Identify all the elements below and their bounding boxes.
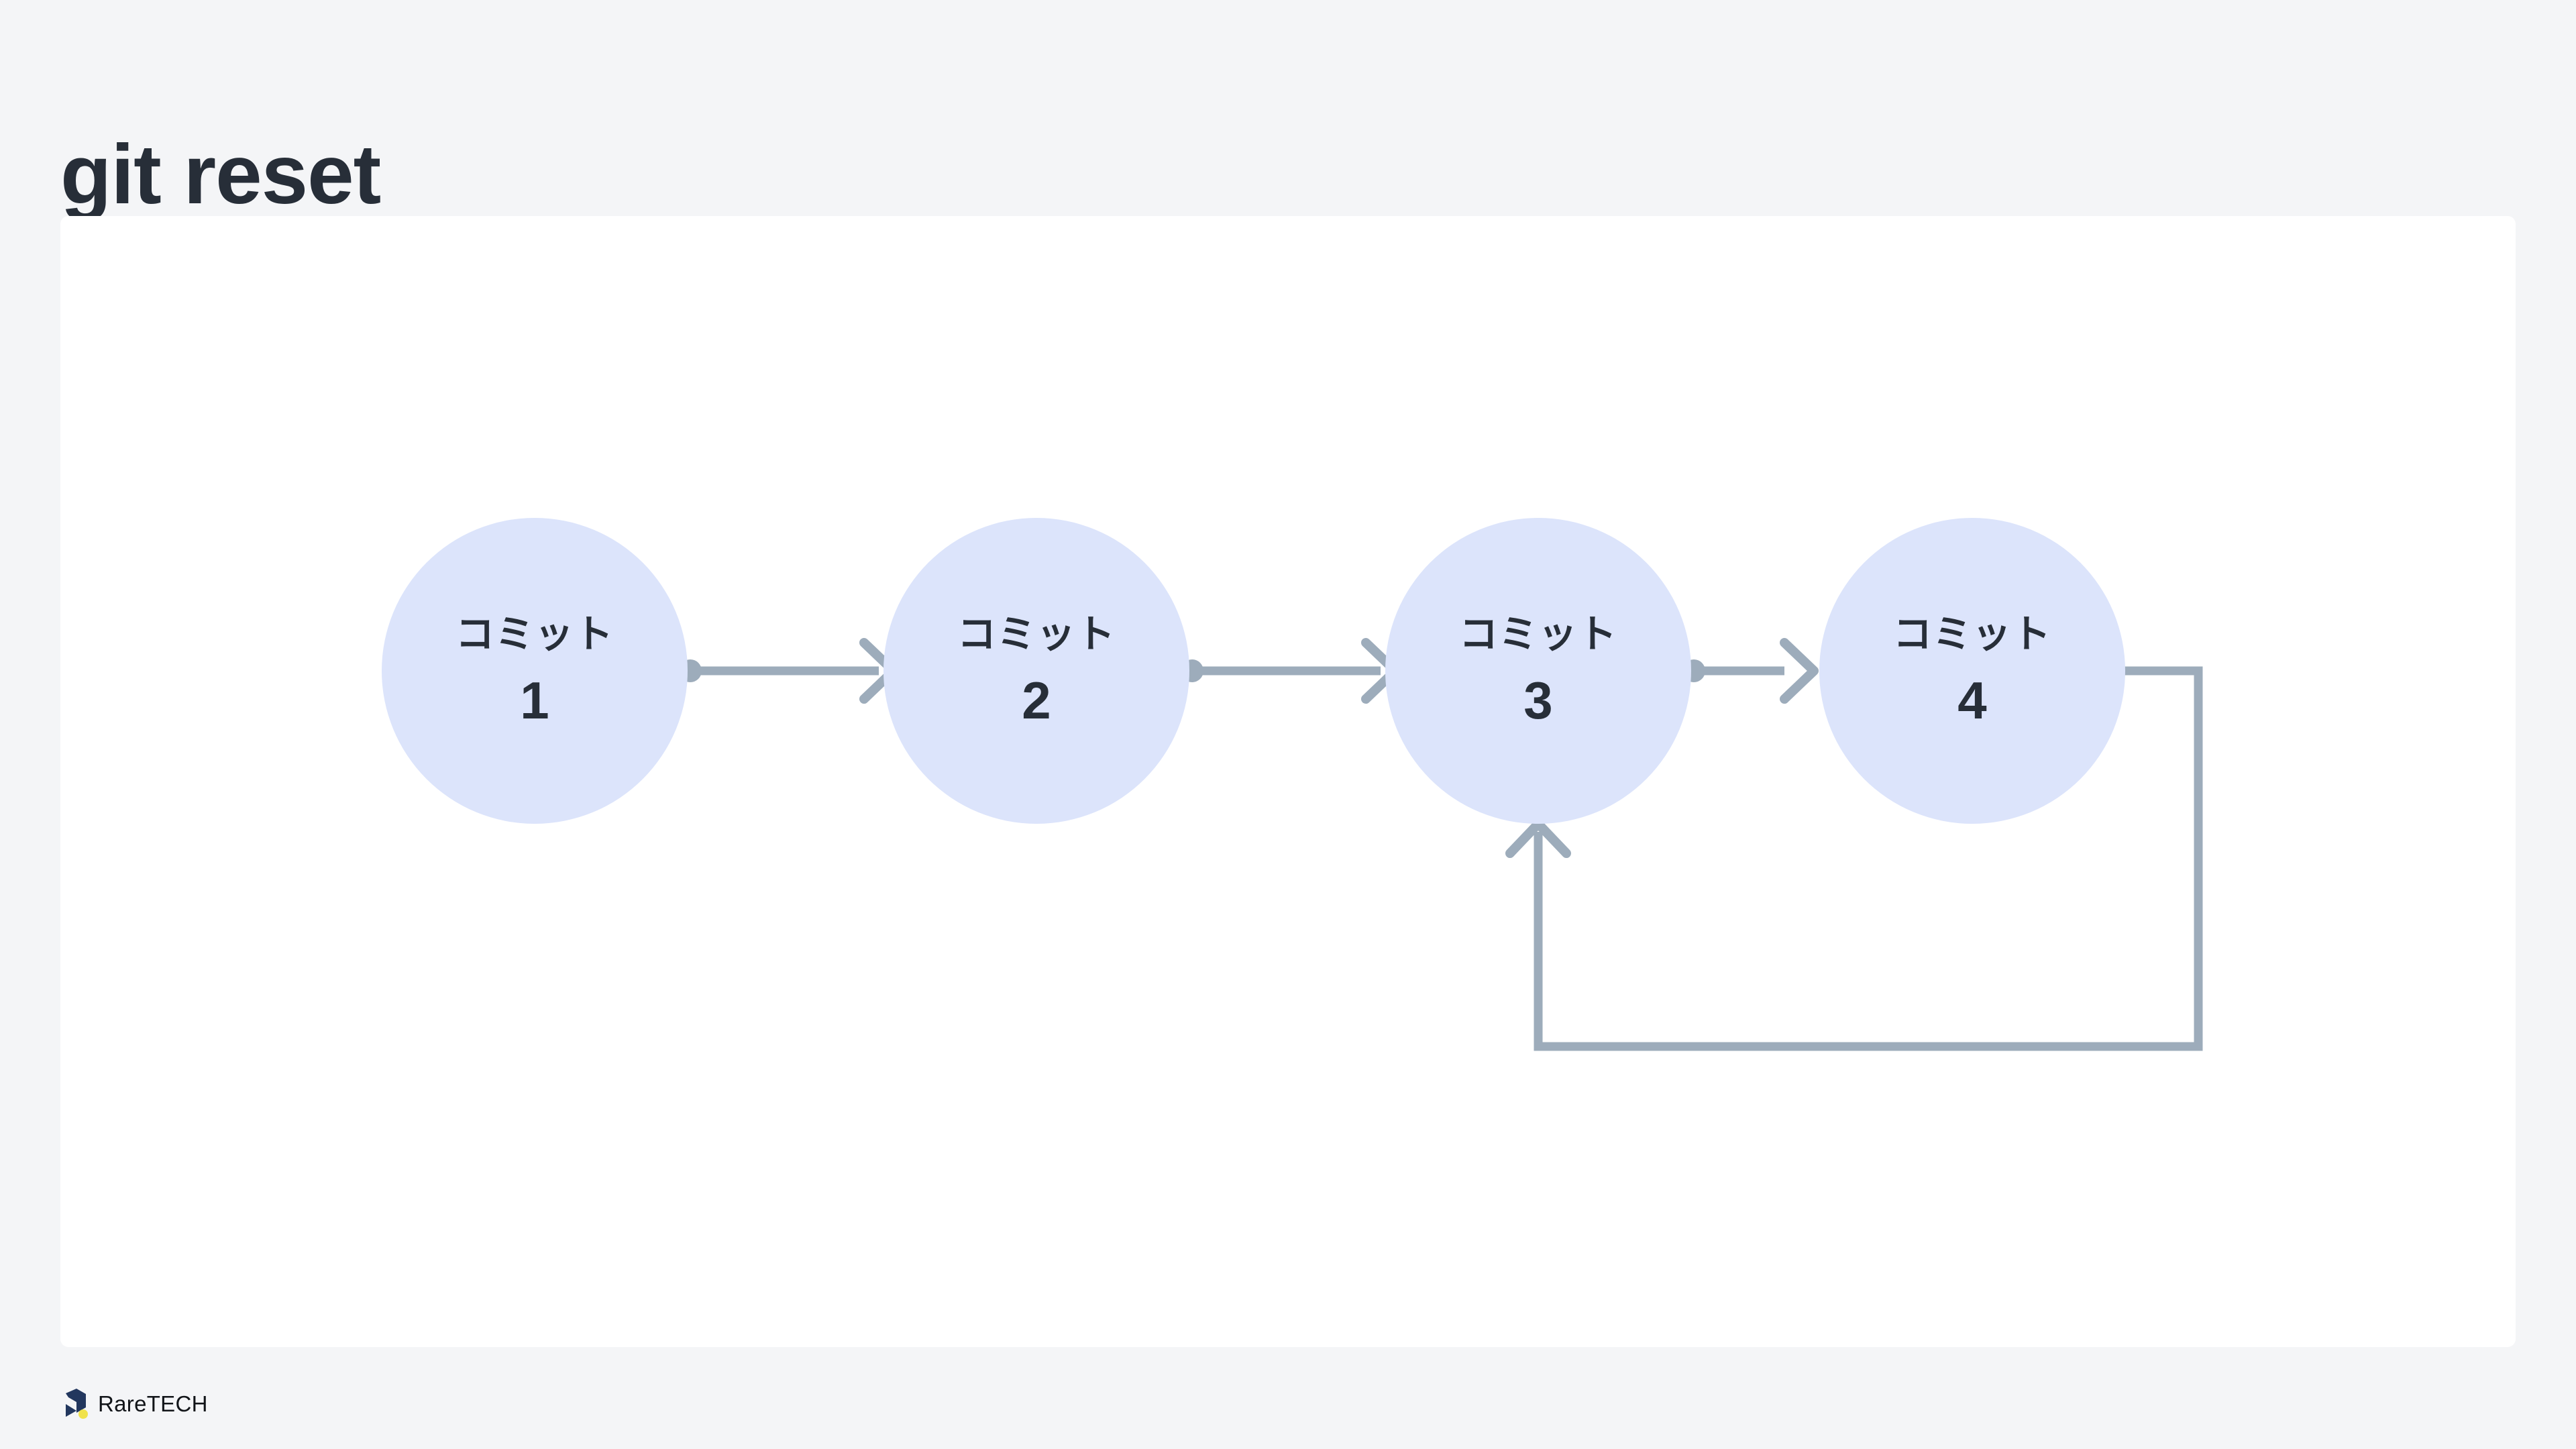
commit-node-number: 1 — [520, 671, 549, 730]
commit-node-1[interactable]: コミット 1 — [382, 518, 688, 824]
commit-node-label: コミット — [1892, 612, 2051, 656]
footer-brand: RareTECH — [59, 1387, 208, 1419]
brand-name: RareTECH — [98, 1391, 208, 1416]
commit-node-3[interactable]: コミット 3 — [1385, 518, 1691, 824]
page-title: git reset — [60, 127, 381, 221]
raretech-cube-logo-icon — [66, 1389, 88, 1419]
commit-node-number: 4 — [1957, 671, 1987, 730]
commit-node-label: コミット — [1458, 612, 1617, 656]
commit-node-label: コミット — [957, 612, 1116, 656]
commit-node-number: 2 — [1022, 671, 1051, 730]
commit-node-label: コミット — [455, 612, 614, 656]
commit-node-2[interactable]: コミット 2 — [883, 518, 1189, 824]
commit-node-number: 3 — [1523, 671, 1553, 730]
commit-node-4[interactable]: コミット 4 — [1819, 518, 2125, 824]
